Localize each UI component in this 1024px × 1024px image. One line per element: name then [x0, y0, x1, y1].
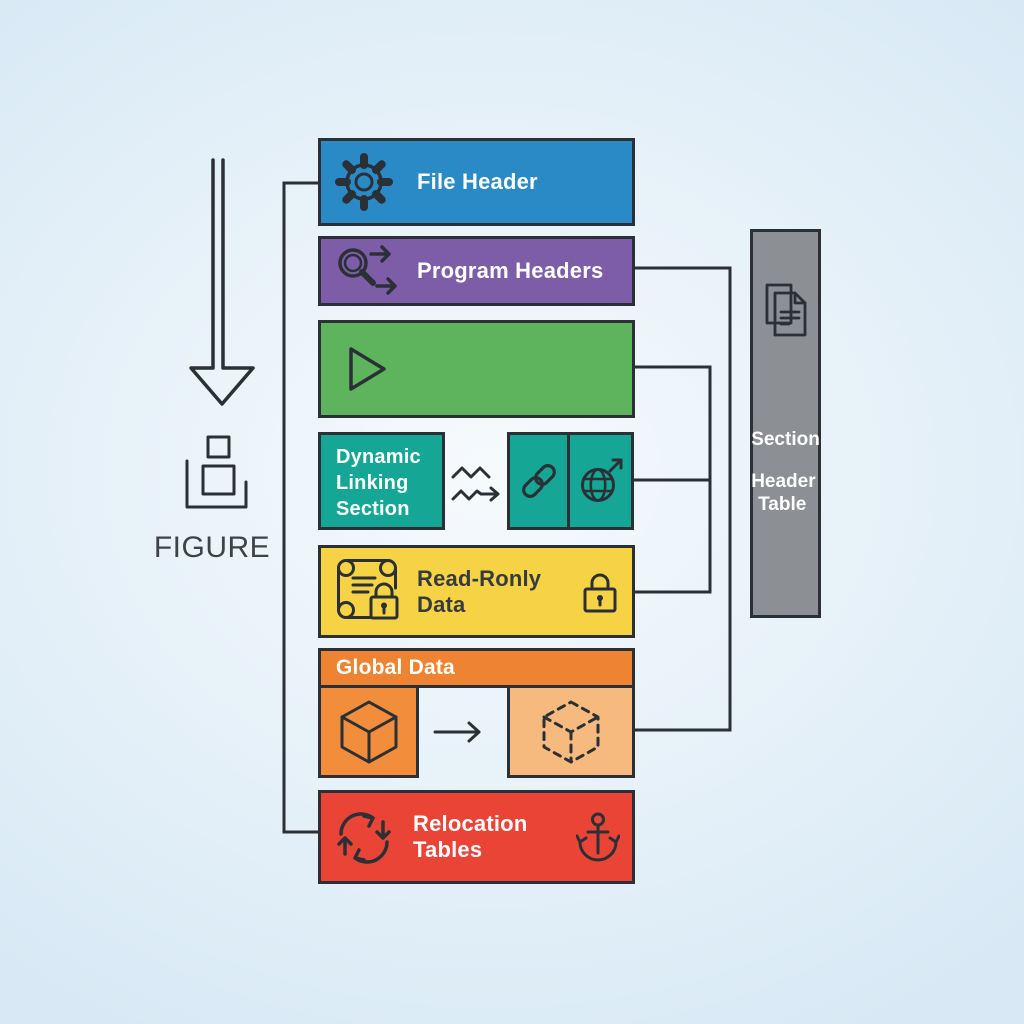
file-header-block: File Header	[318, 138, 635, 226]
dynamic-linking-label: Dynamic Linking Section	[336, 446, 421, 520]
long-down-arrow-icon	[189, 158, 255, 406]
anchor-icon	[576, 812, 620, 862]
global-data-solid-block	[318, 685, 419, 778]
program-headers-label: Program Headers	[417, 258, 604, 283]
relocation-tables-label: Relocation Tables	[413, 811, 528, 862]
globe-cell	[567, 435, 631, 527]
gear-icon	[335, 153, 393, 211]
read-only-data-label: Read-Ronly Data	[417, 565, 542, 617]
global-data-header: Global Data	[318, 648, 635, 688]
flow-direction-group	[189, 158, 255, 411]
sht-label-bottom: Header Table	[751, 471, 816, 515]
documents-icon	[765, 283, 806, 337]
padlock-icon	[583, 573, 617, 612]
figure-caption: FIGURE	[153, 531, 271, 564]
linked-resources-block	[507, 432, 634, 530]
code-section-block	[318, 320, 635, 418]
chain-cell	[510, 435, 567, 527]
cube-icon	[340, 700, 397, 763]
play-icon	[349, 347, 386, 391]
dynamic-linking-block: Dynamic Linking Section	[318, 432, 445, 530]
drop-box-group	[182, 430, 252, 517]
read-only-data-block: Read-Ronly Data	[318, 545, 635, 638]
relocation-tables-block: Relocation Tables	[318, 790, 635, 884]
squiggle-arrow-group	[451, 461, 505, 514]
arrow-right-icon	[433, 721, 481, 743]
file-header-label: File Header	[417, 169, 538, 194]
section-header-table-block: Section Header Table	[750, 229, 821, 618]
magnifier-arrows-icon	[338, 245, 397, 295]
section-header-table-label: Section Header Table	[751, 429, 820, 516]
global-data-label: Global Data	[336, 656, 455, 679]
transform-arrow-group	[433, 718, 489, 751]
squiggle-arrow-icon	[451, 466, 500, 502]
program-headers-block: Program Headers	[318, 236, 635, 306]
drop-box-icon	[185, 435, 248, 509]
recycle-icon	[337, 812, 391, 864]
global-data-ghost-block	[507, 685, 635, 778]
chain-link-icon	[521, 464, 556, 498]
scroll-lock-icon	[337, 558, 399, 619]
cube-dashed-icon	[542, 700, 600, 763]
sht-label-top: Section	[751, 429, 820, 450]
globe-arrow-icon	[580, 458, 622, 502]
